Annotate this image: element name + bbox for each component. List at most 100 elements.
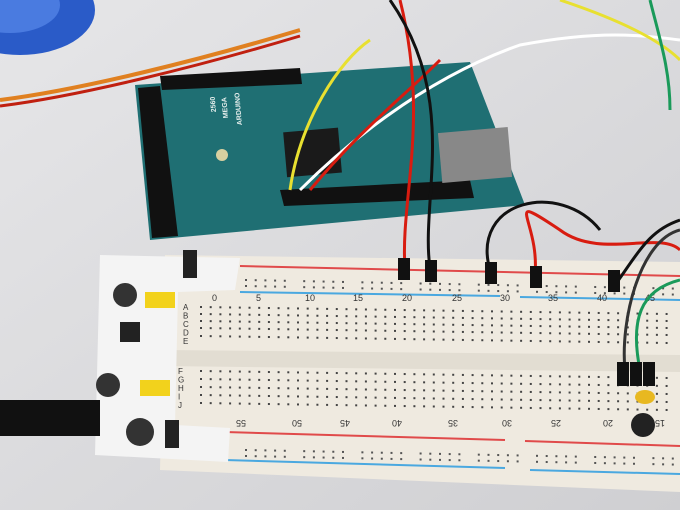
rail-hole <box>390 451 393 454</box>
rail-hole <box>342 286 344 289</box>
breadboard-hole <box>442 397 445 400</box>
breadboard-hole <box>200 386 202 388</box>
rail-hole <box>439 458 441 461</box>
breadboard-hole <box>578 399 581 402</box>
breadboard-hole <box>549 375 552 378</box>
breadboard-hole <box>316 371 319 374</box>
breadboard-hole <box>248 320 251 323</box>
rail-hole <box>574 291 577 294</box>
rail-hole <box>477 453 480 456</box>
breadboard-hole <box>277 336 280 339</box>
breadboard-hole <box>345 308 348 311</box>
breadboard-hole <box>539 332 542 335</box>
rail-hole <box>342 280 344 283</box>
breadboard-hole <box>568 375 571 378</box>
breadboard-hole <box>578 340 581 343</box>
breadboard-hole <box>384 380 387 383</box>
breadboard-hole <box>568 340 571 343</box>
breadboard-hole <box>335 404 338 407</box>
rail-hole <box>274 279 277 282</box>
rail-hole <box>623 462 626 465</box>
rail-hole <box>390 287 393 290</box>
rail-hole <box>506 460 509 463</box>
breadboard-hole <box>287 314 290 317</box>
breadboard-hole <box>306 395 309 398</box>
breadboard-hole <box>471 406 474 409</box>
rail-hole <box>419 458 422 461</box>
breadboard-hole <box>549 340 552 343</box>
breadboard-hole <box>588 332 590 335</box>
row-letter: G <box>178 376 184 385</box>
breadboard-hole <box>539 391 542 394</box>
breadboard-hole <box>326 307 329 310</box>
breadboard-hole <box>267 307 270 310</box>
rail-hole <box>264 285 267 288</box>
breadboard-hole <box>209 327 212 330</box>
rail-hole <box>303 450 306 453</box>
rail-hole <box>400 282 403 285</box>
rail-hole <box>565 461 568 464</box>
breadboard-hole <box>607 333 610 336</box>
breadboard-hole <box>578 318 581 321</box>
breadboard-hole <box>491 398 493 401</box>
breadboard-hole <box>277 328 280 331</box>
breadboard-hole <box>394 308 396 311</box>
rail-hole <box>322 286 325 289</box>
breadboard-hole <box>471 331 474 334</box>
wire-red-servo <box>0 34 301 108</box>
rail-hole <box>662 457 665 460</box>
breadboard-hole <box>578 391 581 394</box>
rail-hole <box>545 461 548 464</box>
breadboard-hole <box>394 380 396 383</box>
breadboard-hole <box>655 333 658 336</box>
rail-hole <box>419 282 422 285</box>
breadboard-hole <box>539 311 542 314</box>
breadboard-hole <box>297 314 299 317</box>
breadboard-hole <box>655 319 658 322</box>
breadboard-hole <box>306 336 309 339</box>
breadboard-hole <box>549 407 552 410</box>
breadboard-hole <box>442 323 445 326</box>
breadboard-hole <box>355 372 358 375</box>
breadboard-hole <box>374 372 377 375</box>
breadboard-hole <box>384 315 387 318</box>
rail-hole <box>497 454 500 457</box>
column-number: 30 <box>502 418 512 428</box>
breadboard-hole <box>219 370 222 373</box>
rail-hole <box>361 451 364 454</box>
rail-hole <box>361 281 364 284</box>
breadboard-hole <box>200 335 202 337</box>
breadboard-hole <box>539 375 542 378</box>
breadboard-hole <box>452 316 455 319</box>
rail-hole <box>439 282 441 285</box>
rail-hole <box>671 287 674 290</box>
row-letter: B <box>183 312 188 321</box>
rail-hole <box>458 453 461 456</box>
breadboard-hole <box>432 338 435 341</box>
breadboard-hole <box>558 383 561 386</box>
breadboard-hole <box>617 400 620 403</box>
column-number: 5 <box>256 293 261 303</box>
breadboard-hole <box>578 332 581 335</box>
rail-hole <box>448 289 451 292</box>
breadboard-hole <box>597 340 600 343</box>
breadboard-hole <box>374 322 377 325</box>
breadboard-hole <box>355 404 358 407</box>
rail-hole <box>555 461 558 464</box>
breadboard-hole <box>229 370 232 373</box>
breadboard-hole <box>520 324 523 327</box>
breadboard-hole <box>646 333 649 336</box>
breadboard-hole <box>520 331 523 334</box>
rail-hole <box>264 449 267 452</box>
breadboard-hole <box>209 306 212 309</box>
rail-hole <box>623 456 626 459</box>
breadboard-hole <box>364 329 367 332</box>
breadboard-hole <box>219 306 222 309</box>
breadboard-hole <box>384 337 387 340</box>
breadboard-hole <box>461 309 464 312</box>
rail-hole <box>487 283 490 286</box>
rail-hole <box>371 457 374 460</box>
breadboard-hole <box>345 315 348 318</box>
row-letter: I <box>178 393 180 402</box>
